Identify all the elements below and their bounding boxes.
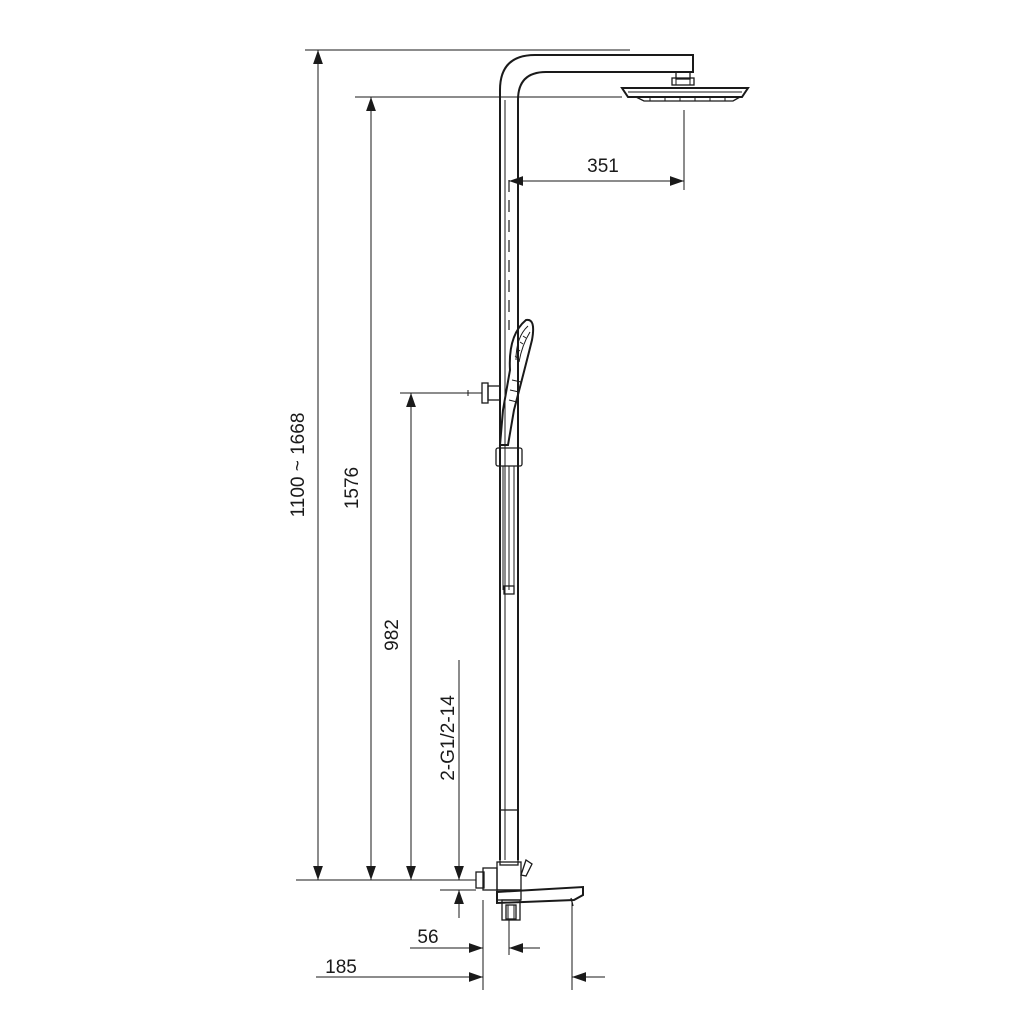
dimension-spout-offset-small: 56 bbox=[410, 920, 540, 955]
dimension-label-spout-offset-large: 185 bbox=[325, 957, 357, 978]
dimension-label-arm-reach: 351 bbox=[587, 156, 619, 177]
dimension-label-height-range: 1100 ~ 1668 bbox=[288, 413, 309, 518]
dimension-label-thread-spec: 2-G1/2-14 bbox=[438, 695, 459, 781]
dimension-spout-offset-large: 185 bbox=[316, 957, 605, 982]
dimension-label-handshower-height: 982 bbox=[382, 619, 403, 651]
riser-pipe bbox=[499, 54, 694, 860]
shower-riser-assembly bbox=[499, 54, 694, 860]
dimension-label-spout-offset-small: 56 bbox=[417, 927, 438, 948]
riser-pipe-inner bbox=[517, 62, 694, 860]
mixer-valve-body bbox=[466, 809, 584, 921]
hand-shower bbox=[498, 318, 535, 446]
dimension-handshower-height: 982 bbox=[382, 393, 416, 880]
dimension-label-head-height: 1576 bbox=[342, 467, 363, 509]
dimension-head-height: 1576 bbox=[342, 97, 376, 880]
dimension-thread-spec: 2-G1/2-14 bbox=[438, 660, 464, 918]
extension-lines bbox=[296, 49, 685, 990]
slide-bar bbox=[495, 447, 523, 595]
dimension-arm-reach: 351 bbox=[509, 156, 684, 186]
dimension-height-range: 1100 ~ 1668 bbox=[288, 50, 323, 880]
overhead-shower-head bbox=[620, 71, 750, 102]
